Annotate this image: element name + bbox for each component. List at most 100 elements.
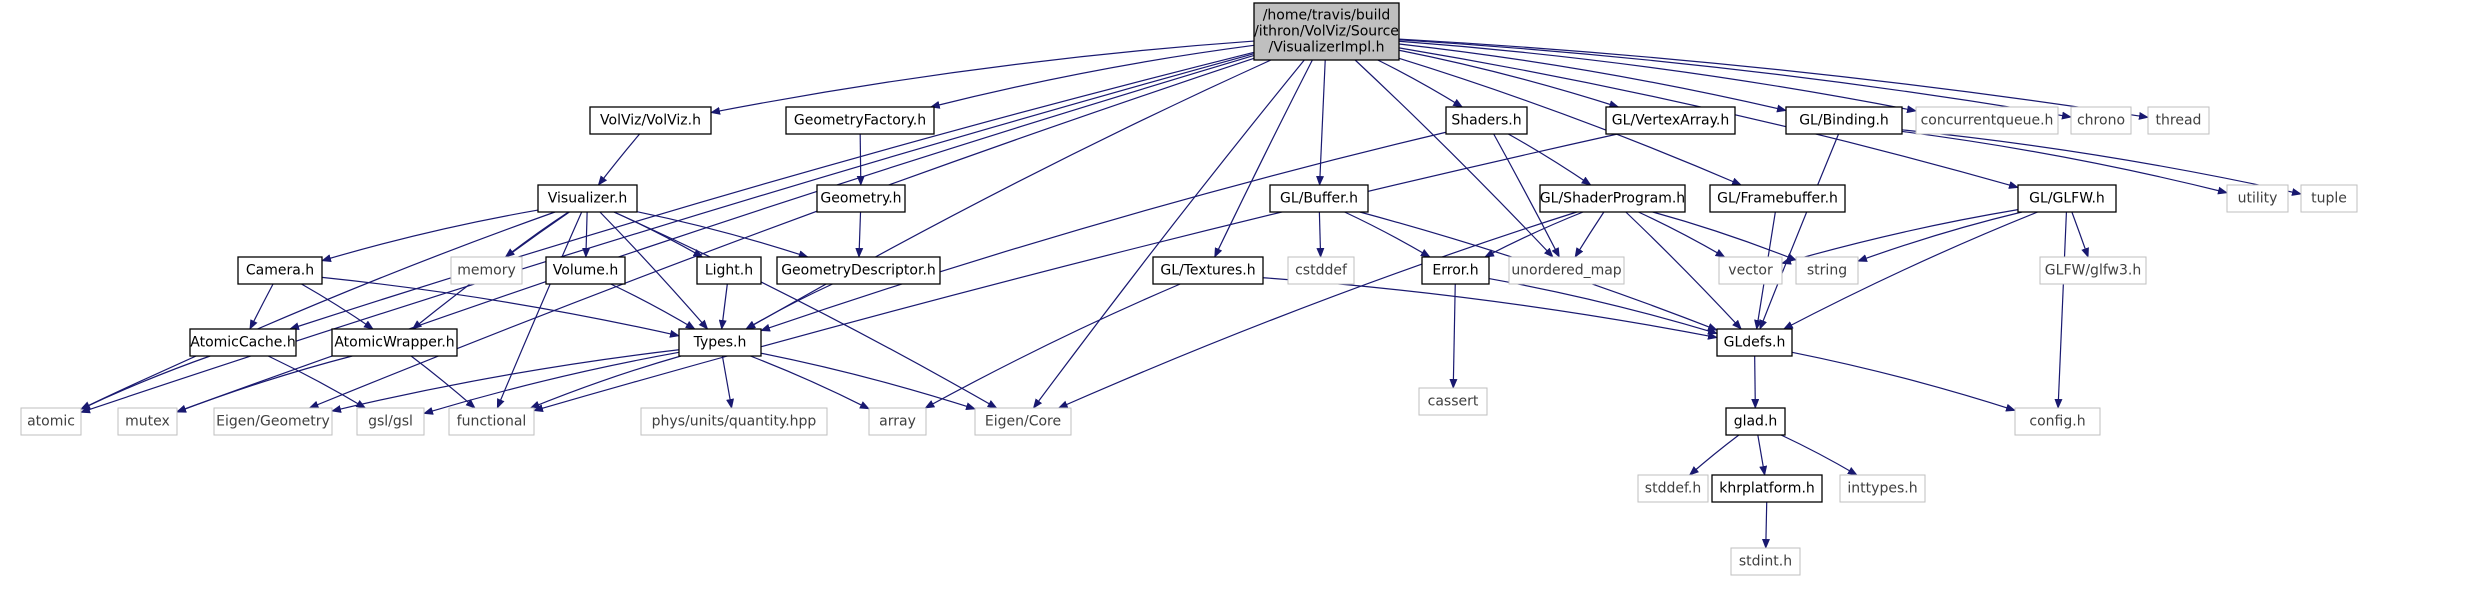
- node-glvertexarray-box: [1605, 106, 1736, 135]
- edge-geometry-to-geomdescriptor: [855, 211, 864, 258]
- node-thread-box: [2147, 106, 2210, 135]
- node-gldefs-label: GLdefs.h: [1724, 335, 1786, 351]
- node-root-label: /VisualizerImpl.h: [1269, 40, 1385, 56]
- node-glbinding[interactable]: GL/Binding.h: [1785, 106, 1903, 135]
- node-tuple: tuple: [2300, 184, 2358, 213]
- node-glvertexarray-label: GL/VertexArray.h: [1612, 113, 1729, 129]
- node-physunits-box: [640, 407, 828, 436]
- edge-glshaderprogram-to-vector: [1638, 211, 1726, 258]
- edge-root-to-chrono: [1398, 39, 2072, 120]
- node-physunits: phys/units/quantity.hpp: [640, 407, 828, 436]
- node-volume-label: Volume.h: [553, 263, 618, 279]
- node-shaders[interactable]: Shaders.h: [1445, 106, 1528, 135]
- edge-geomfactory-to-geometry: [856, 133, 865, 186]
- node-chrono-label: chrono: [2077, 113, 2125, 129]
- node-light[interactable]: Light.h: [696, 256, 762, 285]
- node-vector-label: vector: [1728, 263, 1773, 279]
- edge-glshaderprogram-to-unordered_map: [1574, 211, 1605, 258]
- edge-glad-to-stddefh: [1688, 434, 1740, 476]
- node-glbinding-box: [1785, 106, 1903, 135]
- edge-gldefs-to-glad: [1751, 355, 1760, 409]
- edge-glbinding-to-gldefs: [1759, 133, 1840, 330]
- node-glshaderprogram-label: GL/ShaderProgram.h: [1540, 191, 1685, 207]
- node-atomicwrapper-box: [331, 328, 458, 357]
- edge-glbuffer-to-errorh: [1344, 211, 1431, 258]
- node-atomic: atomic: [20, 407, 82, 436]
- edge-light-to-typesh: [718, 283, 728, 330]
- edge-shaders-to-glshaderprogram: [1508, 133, 1592, 186]
- node-glad[interactable]: glad.h: [1725, 407, 1786, 436]
- edge-root-to-atomiccache: [289, 51, 1255, 331]
- node-inttypes-label: inttypes.h: [1847, 481, 1917, 497]
- node-chrono: chrono: [2070, 106, 2132, 135]
- node-geomdescriptor-label: GeometryDescriptor.h: [781, 263, 936, 279]
- edge-visualizer-to-volume: [582, 211, 591, 258]
- node-atomicwrapper[interactable]: AtomicWrapper.h: [331, 328, 458, 357]
- edge-root-to-glbuffer: [1316, 59, 1326, 186]
- node-root[interactable]: /home/travis/build/ithron/VolViz/Source/…: [1253, 2, 1400, 61]
- node-atomiccache[interactable]: AtomicCache.h: [189, 328, 297, 357]
- node-khrplatform[interactable]: khrplatform.h: [1711, 474, 1823, 503]
- node-config: config.h: [2014, 407, 2101, 436]
- edge-camera-to-atomicwrapper: [301, 283, 374, 330]
- node-camera[interactable]: Camera.h: [237, 256, 323, 285]
- node-stddefh-label: stddef.h: [1645, 481, 1701, 497]
- node-glglfw[interactable]: GL/GLFW.h: [2017, 184, 2117, 213]
- node-array: array: [868, 407, 927, 436]
- edge-shaders-to-unordered_map: [1493, 133, 1560, 258]
- edge-typesh-to-functional: [529, 355, 682, 409]
- edge-gltextures-to-gldefs: [1262, 277, 1718, 340]
- node-vector: vector: [1718, 256, 1783, 285]
- node-errorh-box: [1421, 256, 1490, 285]
- edge-glshaderprogram-to-eigencore: [1057, 211, 1577, 409]
- node-concurrentqueue-box: [1915, 106, 2059, 135]
- node-shaders-box: [1445, 106, 1528, 135]
- node-glframebuffer[interactable]: GL/Framebuffer.h: [1709, 184, 1846, 213]
- edge-root-to-geomfactory: [929, 44, 1255, 109]
- node-visualizer[interactable]: Visualizer.h: [537, 184, 638, 213]
- node-glshaderprogram[interactable]: GL/ShaderProgram.h: [1539, 184, 1686, 213]
- node-glad-label: glad.h: [1734, 414, 1778, 430]
- edge-root-to-mutex: [176, 54, 1255, 413]
- node-gldefs-box: [1716, 328, 1793, 357]
- node-glbuffer[interactable]: GL/Buffer.h: [1269, 184, 1369, 213]
- node-glframebuffer-label: GL/Framebuffer.h: [1717, 191, 1838, 207]
- edge-volume-to-typesh: [610, 283, 696, 330]
- node-cstddef-label: cstddef: [1295, 263, 1348, 279]
- node-errorh[interactable]: Error.h: [1421, 256, 1490, 285]
- edge-root-to-volviz: [710, 40, 1255, 115]
- node-gsl-box: [356, 407, 425, 436]
- node-tuple-box: [2300, 184, 2358, 213]
- node-inttypes-box: [1839, 474, 1926, 503]
- node-glfw3-box: [2039, 256, 2147, 285]
- node-gldefs[interactable]: GLdefs.h: [1716, 328, 1793, 357]
- node-atomiccache-label: AtomicCache.h: [190, 335, 295, 351]
- node-geomdescriptor[interactable]: GeometryDescriptor.h: [776, 256, 941, 285]
- node-unordered_map-label: unordered_map: [1511, 263, 1621, 279]
- node-geomfactory-box: [785, 106, 935, 135]
- node-glbinding-label: GL/Binding.h: [1799, 113, 1889, 129]
- node-volviz-box: [589, 106, 712, 135]
- edge-glglfw-to-gldefs: [1782, 211, 2038, 330]
- node-volume[interactable]: Volume.h: [545, 256, 626, 285]
- edges-layer: [80, 38, 2302, 549]
- node-stdint: stdint.h: [1730, 547, 1801, 576]
- edge-atomicwrapper-to-functional: [410, 355, 476, 409]
- node-typesh[interactable]: Types.h: [678, 328, 762, 357]
- node-vector-box: [1718, 256, 1783, 285]
- node-volviz[interactable]: VolViz/VolViz.h: [589, 106, 712, 135]
- edge-root-to-eigencore: [1032, 59, 1305, 409]
- node-typesh-label: Types.h: [693, 335, 747, 351]
- node-geometry[interactable]: Geometry.h: [816, 184, 906, 213]
- node-atomic-label: atomic: [27, 414, 75, 430]
- node-glvertexarray[interactable]: GL/VertexArray.h: [1605, 106, 1736, 135]
- node-gltextures[interactable]: GL/Textures.h: [1152, 256, 1264, 285]
- node-gsl-label: gsl/gsl: [368, 414, 413, 430]
- edge-atomiccache-to-gsl: [267, 355, 367, 409]
- node-array-label: array: [879, 414, 916, 430]
- edge-visualizer-to-geomdescriptor: [636, 211, 809, 259]
- node-functional-box: [448, 407, 535, 436]
- node-glshaderprogram-box: [1539, 184, 1686, 213]
- node-memory: memory: [450, 256, 523, 285]
- node-geomfactory[interactable]: GeometryFactory.h: [785, 106, 935, 135]
